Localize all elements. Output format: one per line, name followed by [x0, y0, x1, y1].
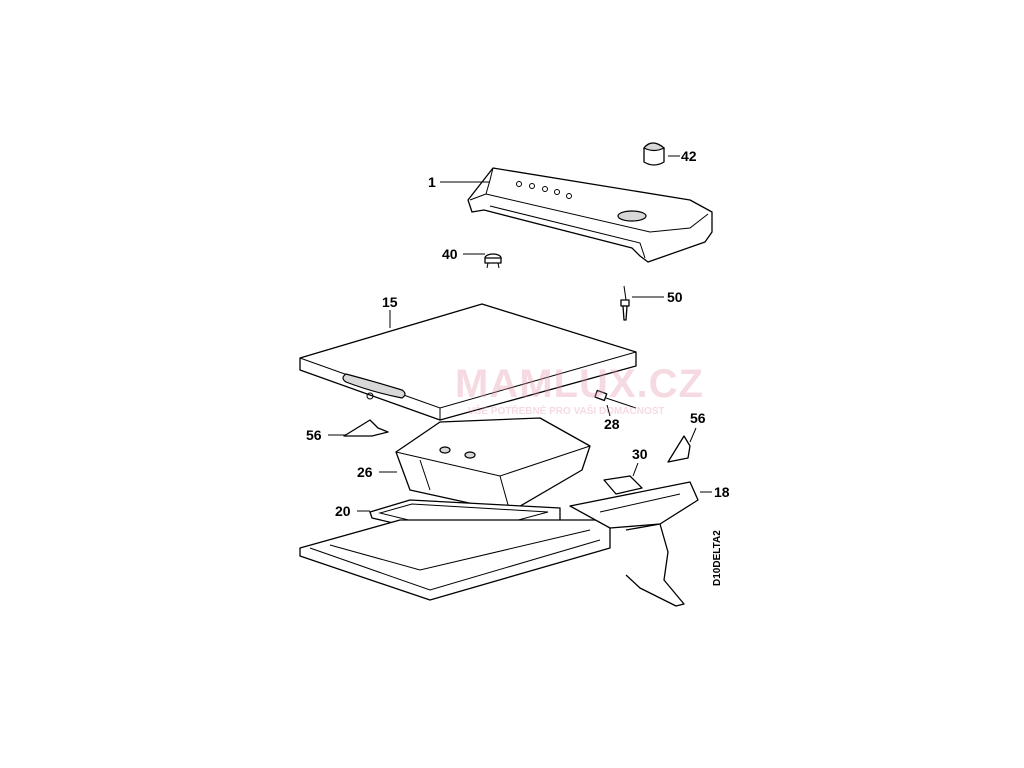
- label-18: 18: [714, 484, 730, 500]
- label-20: 20: [335, 503, 351, 519]
- part-28-screw: [594, 389, 637, 409]
- drawing-code: D10DELTA2: [712, 530, 723, 586]
- label-42: 42: [681, 148, 697, 164]
- part-15-lid: [299, 303, 637, 421]
- watermark-brand: MAMLUX.CZ: [455, 362, 704, 406]
- part-56-clip-right: [667, 435, 691, 463]
- part-18-frame: [569, 481, 699, 607]
- part-40-button: [484, 253, 502, 269]
- label-26: 26: [357, 464, 373, 480]
- label-56-right: 56: [690, 410, 706, 426]
- label-30: 30: [632, 446, 648, 462]
- label-40: 40: [442, 246, 458, 262]
- part-26-dispenser: [395, 417, 591, 513]
- base-top-plate: [299, 519, 611, 601]
- part-56-clip-left: [343, 419, 389, 437]
- label-50: 50: [667, 289, 683, 305]
- part-50-pin: [620, 285, 630, 321]
- label-28: 28: [604, 416, 620, 432]
- label-15: 15: [382, 294, 398, 310]
- part-1-control-panel: [467, 167, 713, 263]
- leader-lines: [328, 155, 712, 512]
- part-30-catch: [603, 475, 643, 495]
- label-1: 1: [428, 174, 436, 190]
- part-42-knob: [643, 142, 666, 166]
- watermark-tagline: VŠE POTŘEBNÉ PRO VAŠI DOMÁCNOST: [468, 406, 665, 417]
- label-56-left: 56: [306, 427, 322, 443]
